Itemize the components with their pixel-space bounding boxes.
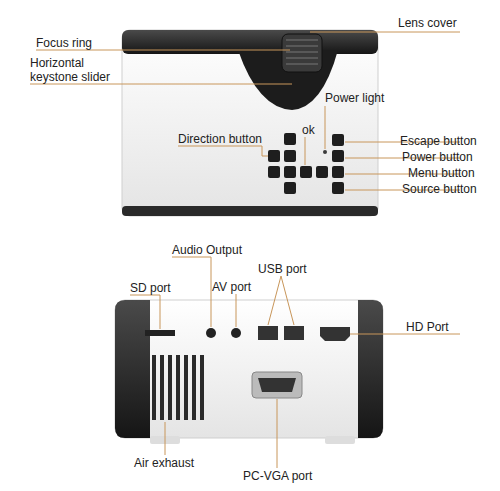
part-label: Audio Output <box>172 243 272 257</box>
projector-rear-view <box>115 300 383 444</box>
rear-body <box>115 300 383 438</box>
part-label: Power button <box>402 150 497 164</box>
focus-ring-wheel <box>282 34 322 72</box>
left-bumper <box>115 300 150 438</box>
part-label: Menu button <box>408 166 498 180</box>
part-label: AV port <box>212 280 282 294</box>
part-label: Lens cover <box>398 16 488 30</box>
part-label: ok <box>302 123 332 137</box>
part-label: HD Port <box>406 320 486 334</box>
hdmi-socket <box>320 327 350 341</box>
vga-socket <box>258 378 296 392</box>
projector-body <box>122 30 378 216</box>
part-label: PC-VGA port <box>243 469 353 483</box>
leader-lines <box>30 32 460 468</box>
part-label: Direction button <box>178 132 288 146</box>
av-jack <box>231 328 241 338</box>
vent-slits <box>152 355 204 420</box>
base-strip <box>122 206 378 216</box>
part-label: Air exhaust <box>134 456 234 470</box>
part-label: Source button <box>402 182 497 196</box>
vga-frame <box>252 372 302 398</box>
wheel-ridges <box>286 40 318 64</box>
button-pad <box>268 133 344 194</box>
usb-socket <box>258 326 278 340</box>
sd-slot <box>145 330 175 336</box>
usb-socket <box>284 326 304 340</box>
part-label: Focus ring <box>36 36 156 50</box>
part-label: SD port <box>130 281 200 295</box>
part-label: USB port <box>258 262 338 276</box>
part-label: Power light <box>325 91 415 105</box>
audio-jack <box>206 328 216 338</box>
right-bumper <box>358 300 383 438</box>
projector-top-view <box>122 30 378 216</box>
foot <box>325 436 355 444</box>
part-label: Escape button <box>400 134 495 148</box>
part-label: Horizontal keystone slider <box>30 56 130 84</box>
power-led <box>323 150 327 154</box>
